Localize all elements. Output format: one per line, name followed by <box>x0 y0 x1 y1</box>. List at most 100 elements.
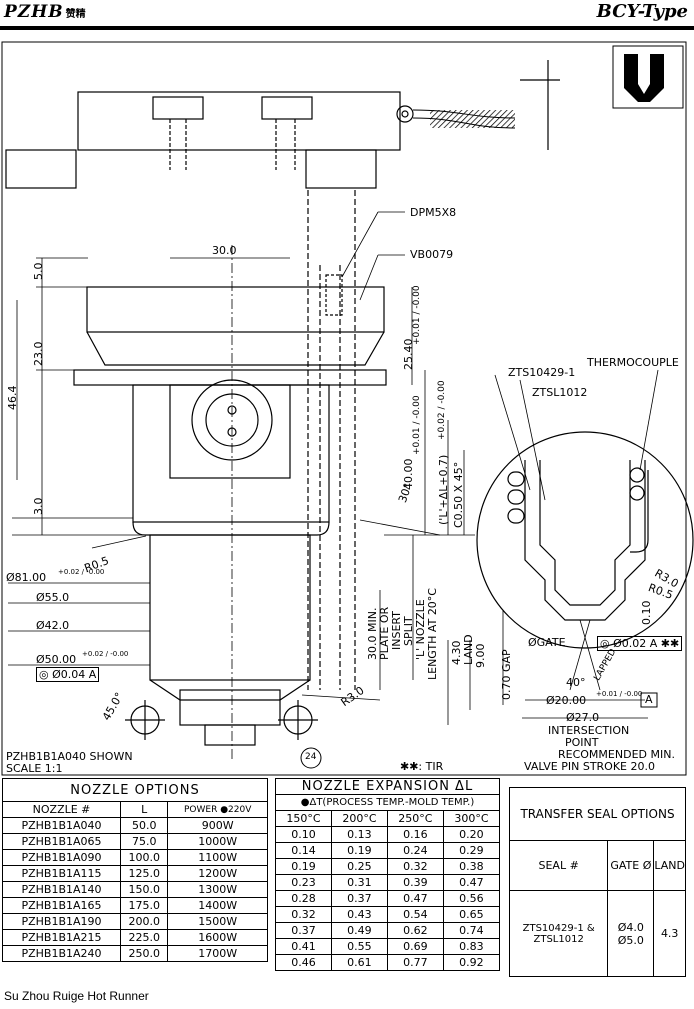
table-cell: 1100W <box>167 849 268 866</box>
col-150: 150°C <box>275 810 332 827</box>
table-cell: 0.20 <box>442 826 501 843</box>
table-cell: 0.29 <box>442 842 501 859</box>
col-300: 300°C <box>442 810 501 827</box>
table-cell: PZHB1B1A065 <box>1 833 122 850</box>
footer-company: Su Zhou Ruige Hot Runner <box>4 989 149 1003</box>
datum-a: A <box>645 693 653 706</box>
dim-25-40-tol: +0.01 / -0.00 <box>412 285 422 345</box>
table-cell: 0.49 <box>330 922 388 939</box>
table-cell: 175.0 <box>120 897 169 914</box>
table-cell: 0.28 <box>275 890 332 907</box>
table-cell: 0.37 <box>330 890 388 907</box>
table-cell: 0.13 <box>330 826 388 843</box>
table-cell: 0.56 <box>442 890 501 907</box>
callout-gate: ØGATE <box>528 636 566 649</box>
dim-chamfer: C0.50 X 45° <box>452 461 465 528</box>
table-cell: 125.0 <box>120 865 169 882</box>
table-cell: 1500W <box>167 913 268 930</box>
dim-23: 23.0 <box>32 341 45 367</box>
table-cell: 0.38 <box>442 858 501 875</box>
table-cell: 0.62 <box>386 922 444 939</box>
logo-mark <box>624 54 664 102</box>
table-cell: 0.77 <box>386 954 444 971</box>
table-cell: 0.74 <box>442 922 501 939</box>
detail-view <box>476 369 694 719</box>
cable-hatch <box>430 110 515 128</box>
dim-d27: Ø27.0 <box>566 711 600 724</box>
drawing-frame <box>1 41 687 776</box>
dim-d81: Ø81.00 <box>6 571 47 584</box>
dim-l-plus: ('L'+ΔL+0.7) <box>437 454 450 525</box>
dim-gap: 0.70 GAP <box>500 649 513 700</box>
table-cell: 1600W <box>167 929 268 946</box>
tol-frame-a: ◎ Ø0.04 A <box>36 667 100 682</box>
table-cell: 0.23 <box>275 874 332 891</box>
table-cell: 0.37 <box>275 922 332 939</box>
item-number: 24 <box>305 752 317 762</box>
dim-d50-tol: +0.02 / -0.00 <box>82 650 129 658</box>
gate-value: Ø4.0 Ø5.0 <box>607 890 655 977</box>
seal-value: ZTS10429-1 & ZTSL1012 <box>508 890 609 977</box>
dimension-lines <box>8 211 504 760</box>
table-cell: 0.24 <box>386 842 444 859</box>
type-title: BCY-Type <box>596 1 688 22</box>
dim-9: 9.00 <box>474 643 487 669</box>
dim-0-10: 0.10 <box>640 600 653 626</box>
table-cell: 0.83 <box>442 938 501 955</box>
land-value: 4.3 <box>653 890 686 977</box>
dim-40-tol: +0.01 / -0.00 <box>412 395 422 455</box>
expansion-title: NOZZLE EXPANSION ΔL <box>275 778 500 795</box>
dim-d81-tol: +0.02 / -0.00 <box>58 568 105 576</box>
table-cell: 0.32 <box>275 906 332 923</box>
table-cell: 0.46 <box>275 954 332 971</box>
table-cell: 1300W <box>167 881 268 898</box>
callout-vb: VB0079 <box>410 248 454 261</box>
callout-recommended: RECOMMENDED MIN. <box>558 748 675 761</box>
table-cell: 0.41 <box>275 938 332 955</box>
tol-frame-gate: ◎ Ø0.02 A ✱✱ <box>597 636 683 651</box>
table-cell: PZHB1B1A090 <box>1 849 122 866</box>
table-cell: PZHB1B1A190 <box>1 913 122 930</box>
table-cell: 0.92 <box>442 954 501 971</box>
col-l: L <box>120 801 169 818</box>
table-cell: 225.0 <box>120 929 169 946</box>
table-cell: PZHB1B1A240 <box>1 945 122 962</box>
callout-point: POINT <box>565 736 599 749</box>
table-cell: 0.19 <box>330 842 388 859</box>
dim-d55: Ø55.0 <box>36 591 70 604</box>
dim-d20: Ø20.00 <box>546 694 587 707</box>
table-cell: 0.61 <box>330 954 388 971</box>
shown-label: PZHB1B1A040 SHOWN <box>6 750 133 763</box>
dim-5: 5.0 <box>32 262 45 281</box>
table-cell: 50.0 <box>120 817 169 834</box>
table-cell: 75.0 <box>120 833 169 850</box>
col-200: 200°C <box>330 810 388 827</box>
col-nozzle: NOZZLE # <box>1 801 122 818</box>
col-land: LAND <box>653 840 686 891</box>
logo-box <box>612 45 684 109</box>
table-cell: 0.39 <box>386 874 444 891</box>
col-250: 250°C <box>386 810 444 827</box>
table-cell: 1400W <box>167 897 268 914</box>
dim-d50: Ø50.00 <box>36 653 77 666</box>
dim-40-deg: 40° <box>566 676 586 689</box>
table-cell: 200.0 <box>120 913 169 930</box>
table-cell: 0.47 <box>386 890 444 907</box>
table-cell: 0.69 <box>386 938 444 955</box>
dim-30: 30.0 <box>212 244 237 257</box>
callout-thermocouple: THERMOCOUPLE <box>587 356 679 369</box>
